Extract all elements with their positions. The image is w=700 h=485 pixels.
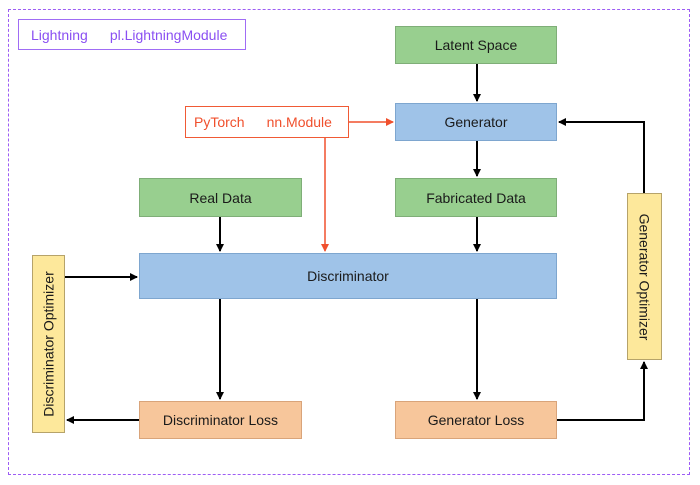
- lightning-tag-name: Lightning: [31, 26, 88, 43]
- generator-label: Generator: [444, 114, 508, 130]
- fabricated-data-label: Fabricated Data: [426, 189, 526, 206]
- real-data-node: Real Data: [139, 178, 302, 217]
- lightning-module-boundary: [8, 9, 690, 475]
- latent-space-node: Latent Space: [395, 26, 557, 64]
- generator-loss-node: Generator Loss: [395, 401, 557, 439]
- discriminator-node: Discriminator: [139, 253, 557, 299]
- arrow-gen-optimizer-to-generator: [558, 118, 645, 193]
- discriminator-loss-node: Discriminator Loss: [139, 401, 302, 439]
- pytorch-tag-module: nn.Module: [266, 114, 332, 130]
- arrow-gen-loss-to-gen-optimizer: [557, 361, 648, 421]
- lightning-tag-module: pl.LightningModule: [109, 26, 228, 43]
- lightning-tag: Lightning pl.LightningModule: [18, 19, 246, 50]
- discriminator-loss-label: Discriminator Loss: [162, 412, 279, 428]
- real-data-label: Real Data: [189, 189, 252, 206]
- pytorch-tag: PyTorch nn.Module: [185, 106, 349, 138]
- latent-space-label: Latent Space: [434, 37, 518, 53]
- discriminator-label: Discriminator: [307, 268, 389, 284]
- generator-optimizer-node: Generator Optimizer: [627, 193, 662, 360]
- pytorch-tag-name: PyTorch: [194, 114, 245, 130]
- generator-node: Generator: [395, 103, 557, 141]
- discriminator-optimizer-node: Discriminator Optimizer: [32, 255, 65, 433]
- fabricated-data-node: Fabricated Data: [395, 178, 557, 217]
- generator-loss-label: Generator Loss: [427, 412, 525, 428]
